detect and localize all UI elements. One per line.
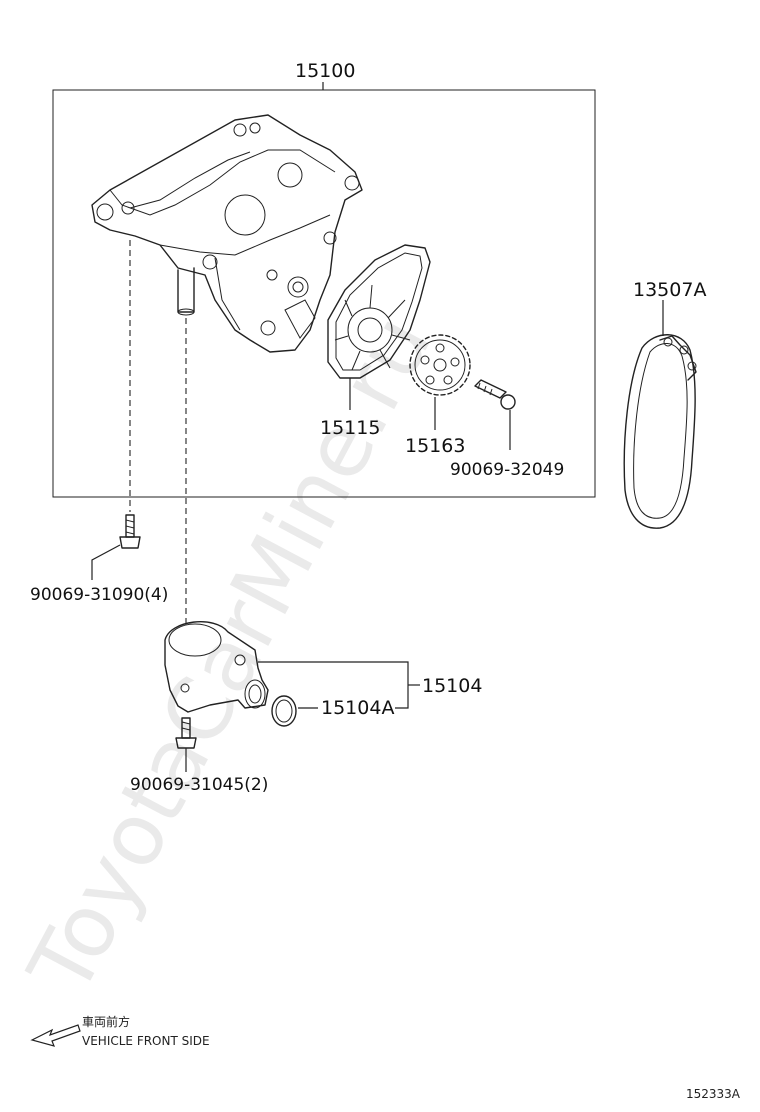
vehicle-front-arrow: [30, 1024, 81, 1047]
o-ring-15104A[interactable]: [271, 695, 297, 727]
label-90069-31045[interactable]: 90069-31045(2): [130, 775, 268, 795]
legend-english: VEHICLE FRONT SIDE: [82, 1034, 210, 1048]
label-13507A[interactable]: 13507A: [633, 279, 706, 301]
label-15104A[interactable]: 15104A: [321, 697, 394, 719]
label-90069-31090[interactable]: 90069-31090(4): [30, 585, 168, 605]
gasket-15115[interactable]: [327, 244, 431, 379]
watermark: ToyotaCarMine.ru: [10, 300, 451, 1011]
oil-strainer-15104[interactable]: [164, 621, 269, 713]
label-90069-32049[interactable]: 90069-32049: [450, 460, 564, 480]
legend-japanese: 車両前方: [82, 1014, 130, 1029]
bolt-90069-31090[interactable]: [119, 514, 141, 549]
gear-15163[interactable]: [409, 334, 471, 396]
assembly-frame: [52, 89, 596, 498]
bolt-90069-31045[interactable]: [175, 717, 197, 749]
label-15100[interactable]: 15100: [295, 60, 355, 82]
label-15115[interactable]: 15115: [320, 417, 380, 439]
figure-id: 152333A: [686, 1087, 741, 1101]
label-15163[interactable]: 15163: [405, 435, 465, 457]
timing-chain-13507A[interactable]: [623, 334, 697, 529]
bolt-90069-32049[interactable]: [474, 379, 516, 410]
label-15104[interactable]: 15104: [422, 675, 482, 697]
oil-pump-body[interactable]: [91, 114, 363, 353]
